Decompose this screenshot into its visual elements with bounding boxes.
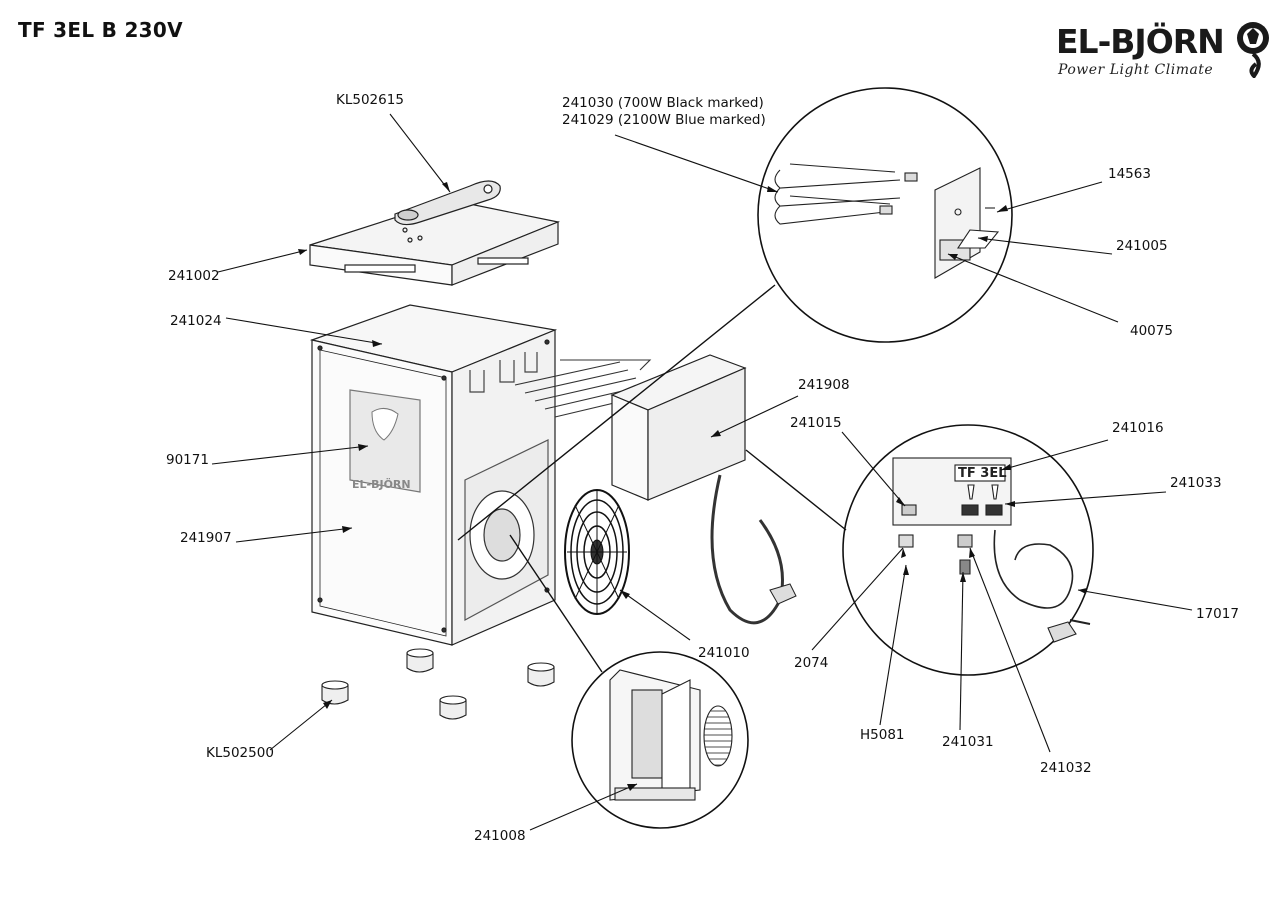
logo-brand-text: EL-BJÖRN bbox=[1056, 22, 1225, 61]
bear-head-bulb-icon bbox=[1237, 22, 1269, 78]
plug-part bbox=[769, 583, 797, 605]
fan-grill-part bbox=[564, 489, 630, 615]
page-title: TF 3EL B 230V bbox=[18, 18, 183, 42]
part-label-241015: 241015 bbox=[790, 415, 842, 431]
part-label-14563: 14563 bbox=[1108, 166, 1151, 182]
leader-arrowheads bbox=[298, 182, 1087, 791]
part-label-241032: 241032 bbox=[1040, 760, 1092, 776]
handle-part bbox=[394, 180, 501, 226]
part-label-241005: 241005 bbox=[1116, 238, 1168, 254]
part-label-241008: 241008 bbox=[474, 828, 526, 844]
part-label-h5081: H5081 bbox=[860, 727, 905, 743]
power-cable-part bbox=[710, 474, 784, 625]
part-label-40075: 40075 bbox=[1130, 323, 1173, 339]
part-label-241907: 241907 bbox=[180, 530, 232, 546]
part-label-241024: 241024 bbox=[170, 313, 222, 329]
housing-part bbox=[309, 304, 558, 646]
logo-tagline: Power Light Climate bbox=[1058, 62, 1214, 78]
part-label-241002: 241002 bbox=[168, 268, 220, 284]
part-label-kl502500: KL502500 bbox=[206, 745, 274, 761]
part-label-241908: 241908 bbox=[798, 377, 850, 393]
top-lid-part bbox=[309, 199, 561, 286]
bear-emblem-icon bbox=[371, 408, 399, 441]
panel-model-text: TF 3EL bbox=[958, 466, 1006, 481]
part-label-241031: 241031 bbox=[942, 734, 994, 750]
part-label-kl502615: KL502615 bbox=[336, 92, 404, 108]
part-label-2074: 2074 bbox=[794, 655, 829, 671]
detail-circle-heating bbox=[457, 87, 1013, 541]
detail-circle-control-panel bbox=[745, 424, 1094, 676]
rubber-feet-part bbox=[321, 648, 555, 720]
heating-elements-small bbox=[514, 359, 653, 418]
part-label-90171: 90171 bbox=[166, 452, 209, 468]
part-label-241030: 241030 (700W Black marked) bbox=[562, 95, 764, 111]
part-label-241029: 241029 (2100W Blue marked) bbox=[562, 112, 766, 128]
detail-circle-fan-motor bbox=[509, 534, 749, 829]
part-label-241016: 241016 bbox=[1112, 420, 1164, 436]
housing-logo-text: EL-BJÖRN bbox=[352, 477, 411, 491]
brand-logo: EL-BJÖRN Power Light Climate bbox=[1050, 14, 1275, 86]
control-box-part bbox=[610, 354, 747, 501]
part-label-241010: 241010 bbox=[698, 645, 750, 661]
part-label-241033: 241033 bbox=[1170, 475, 1222, 491]
leader-lines bbox=[211, 113, 1193, 831]
part-label-17017: 17017 bbox=[1196, 606, 1239, 622]
